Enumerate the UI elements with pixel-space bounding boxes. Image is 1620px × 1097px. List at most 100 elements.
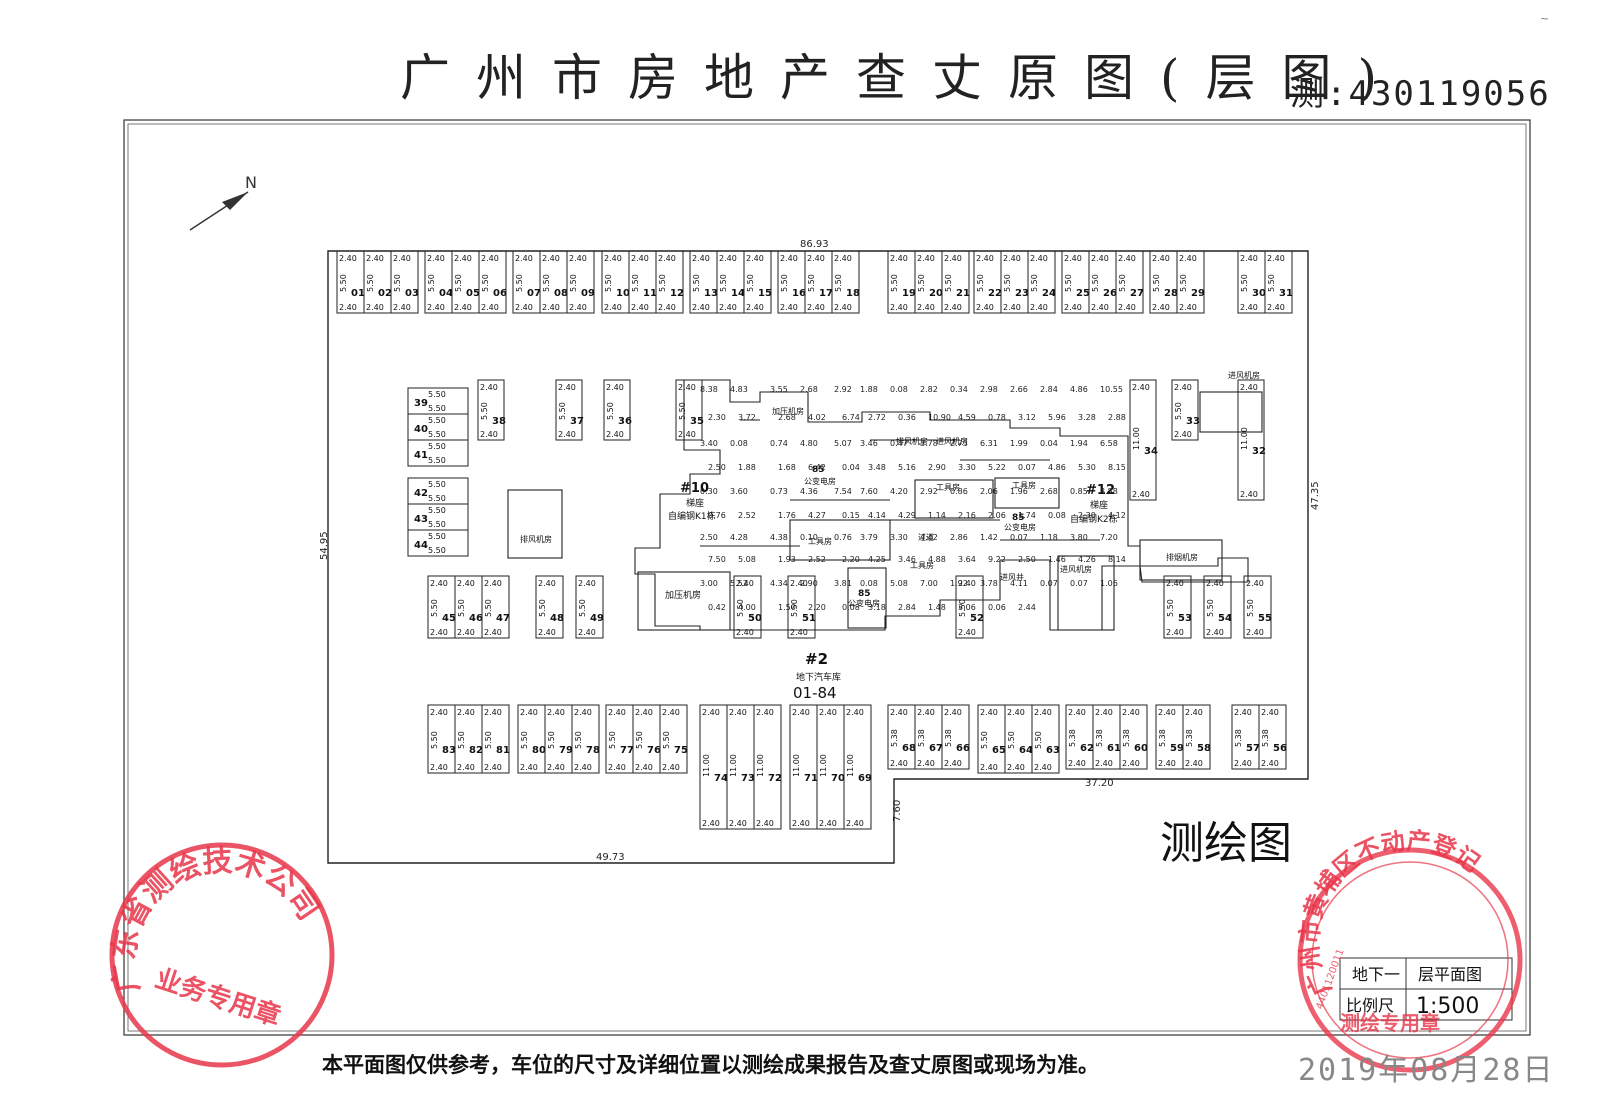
inner-dimension: 2.98 <box>980 385 998 394</box>
stall-length: 11.00 <box>1132 427 1141 450</box>
inner-dimension: 7.54 <box>834 487 852 496</box>
stall-number: 26 <box>1103 288 1117 299</box>
stall-width-top: 2.40 <box>1234 708 1252 717</box>
stall-length-bottom: 5.50 <box>428 404 446 413</box>
stall-outline <box>1119 704 1148 770</box>
inner-dimension: 0.85 <box>1070 487 1088 496</box>
stall-width-bottom: 2.40 <box>1240 303 1258 312</box>
stall-width-bottom: 2.40 <box>692 303 710 312</box>
stall-width-top: 2.40 <box>457 708 475 717</box>
stall-number: 66 <box>956 743 970 754</box>
stall-outline <box>843 704 872 830</box>
stall-number: 81 <box>496 745 510 756</box>
stall-width-top: 2.40 <box>484 708 502 717</box>
stall-width-top: 2.40 <box>756 708 774 717</box>
stall-width-bottom: 2.40 <box>430 628 448 637</box>
inner-dimension: 0.42 <box>708 603 726 612</box>
